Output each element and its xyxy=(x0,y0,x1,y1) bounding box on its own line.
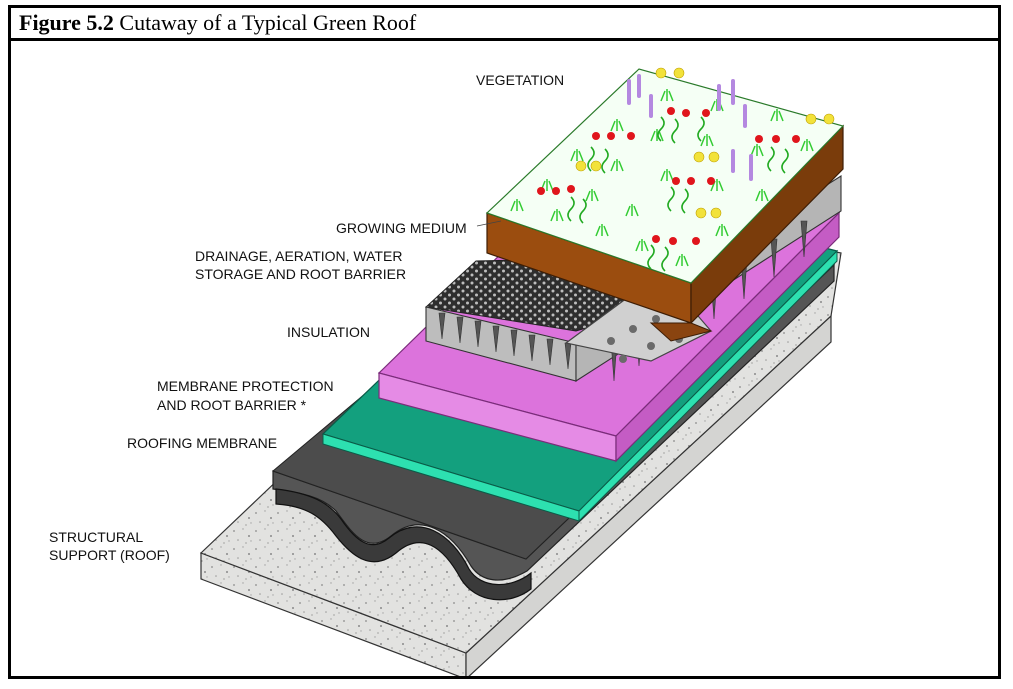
purple-flower-spikes xyxy=(627,74,753,181)
figure-title: Figure 5.2 Cutaway of a Typical Green Ro… xyxy=(11,8,998,41)
drainage-peel-dimples xyxy=(607,315,683,363)
green-roof-cutaway-diagram xyxy=(199,67,845,676)
fern-plants xyxy=(567,116,789,272)
roofing-membrane-top xyxy=(272,263,835,581)
label-drainage-line2: STORAGE AND ROOT BARRIER xyxy=(195,266,407,282)
label-structural-line1: STRUCTURAL xyxy=(49,529,144,545)
vegetation-top-surface xyxy=(485,68,845,284)
roofing-membrane-wave xyxy=(275,488,532,601)
label-structural-line2: SUPPORT (ROOF) xyxy=(49,547,170,563)
figure-caption: Cutaway of a Typical Green Roof xyxy=(119,10,417,35)
figure-number: Figure 5.2 xyxy=(19,10,114,35)
yellow-flowers xyxy=(575,67,835,219)
red-flowers xyxy=(537,107,800,245)
label-leader-lines xyxy=(476,220,502,227)
label-growing-medium: GROWING MEDIUM xyxy=(336,220,467,236)
protection-side-edge xyxy=(578,249,838,523)
label-insulation: INSULATION xyxy=(287,324,370,340)
insulation-side-face xyxy=(615,211,840,463)
vegetation-layer xyxy=(485,67,845,284)
label-membrane-protection-line1: MEMBRANE PROTECTION xyxy=(157,378,334,394)
label-roofing-membrane: ROOFING MEMBRANE xyxy=(127,435,278,451)
label-membrane-protection-line2: AND ROOT BARRIER * xyxy=(157,397,307,413)
label-vegetation: VEGETATION xyxy=(476,72,565,88)
figure-frame: Figure 5.2 Cutaway of a Typical Green Ro… xyxy=(8,5,1001,679)
soil-underside-flap xyxy=(649,322,713,342)
label-drainage-line1: DRAINAGE, AERATION, WATER xyxy=(195,248,403,264)
